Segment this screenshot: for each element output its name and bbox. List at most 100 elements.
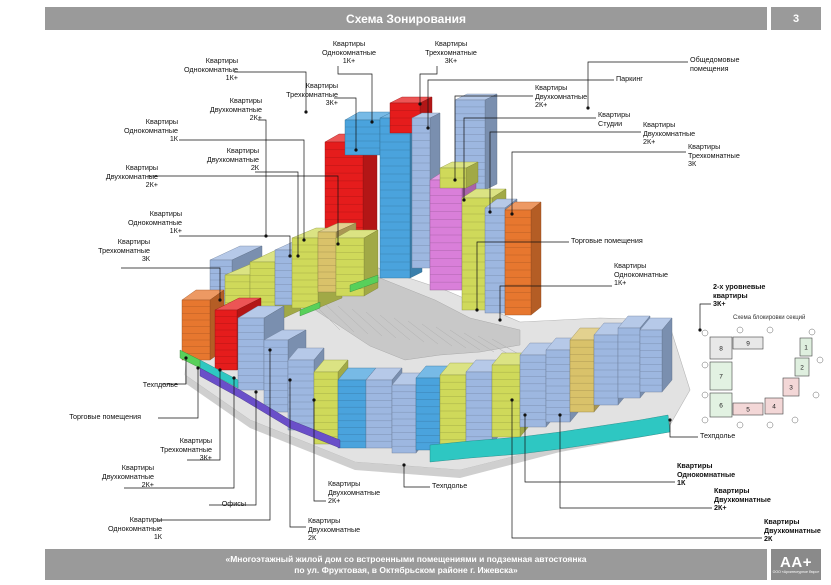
leader-dot-l06 [354,148,358,152]
grid-axis-marker [736,421,744,429]
leader-dot-l09 [462,198,466,202]
callout-line: Трехкомнатные [160,444,212,454]
callout-line: Двухкомнатные [714,494,771,504]
leader-line-l28 [209,392,257,506]
section-5-label: 5 [746,407,750,414]
grid-axis-marker [816,356,824,364]
callout-line: 2К+ [141,480,154,490]
leader-dot-l30 [312,398,316,402]
section-9-label: 9 [746,341,750,348]
callout-line: Двухкомнатные [643,128,696,138]
block-front [639,329,663,393]
parking-stall-line [393,317,425,343]
callout-line: 1К+ [342,56,356,66]
section-5-cell [732,402,764,416]
callout-label-l26: Техпдолье [432,481,468,491]
callout-line: Квартиры [121,463,154,472]
callout-line: Квартиры [764,517,800,526]
callout-line: 2К+ [249,113,262,123]
callout-line: Паркинг [616,74,643,83]
leader-dot-l14 [336,242,340,246]
footer-line-2: по ул. Фруктовая, в Октябрьском районе г… [294,564,518,575]
callout-line: Однокомнатные [614,269,668,279]
leader-dot-l23 [218,368,222,372]
callout-line: Однокомнатные [184,64,238,74]
leader-line-l21 [158,368,199,419]
callout-label-l22: Техпдолье [700,431,736,441]
callout-line: Общедомовые [690,55,740,64]
leader-dot-l29 [288,378,292,382]
section-6-cell [709,392,733,418]
callout-line: Квартиры [332,39,366,48]
leader-line-l32 [511,400,762,539]
page-footer: «Многоэтажный жилой дом со встроенными п… [45,549,767,580]
leader-dot-l21 [196,366,200,370]
callout-line: Квартиры [117,237,150,246]
leader-dot-l15 [288,254,292,258]
leader-dot-l01 [370,120,374,124]
leader-dot-l10 [302,238,306,242]
section-7-cell [709,361,733,391]
parking-stall-line [477,335,509,355]
callout-line: Двухкомнатные [328,487,381,497]
grid-axis-marker [701,391,709,399]
grid-axis-marker [766,421,774,429]
callout-line: 2К+ [535,100,548,110]
leader-line-l11 [489,131,641,212]
parking-stall-line [351,308,383,337]
parking-stall-line [463,332,495,353]
leader-dot-l16 [475,308,479,312]
callout-line: Трехкомнатные [98,245,150,255]
building-massing [179,93,673,463]
south-block-17 [639,317,673,393]
callout-line: Двухкомнатные [206,154,259,164]
parking-stall-line [421,323,453,347]
page-title: Схема Зонирования [346,11,466,26]
grid-axis-marker [791,416,799,424]
block-side [484,93,498,191]
leader-line-l10 [179,139,305,240]
callout-line: Однокомнатные [322,47,376,57]
callout-line: Квартиры [677,461,713,470]
parking-stall-line [323,302,355,333]
callout-line: Техпдолье [700,431,736,440]
callout-line: Техпдолье [432,481,468,490]
callout-line: Квартиры [535,83,568,92]
leader-line-l15 [179,235,291,256]
section-9-cell [732,336,764,350]
section-1-cell [799,337,813,357]
callout-line: Торговые помещения [571,236,643,245]
page-number: 3 [771,7,821,30]
leader-dot-l25 [558,413,562,417]
leader-line-l18 [499,285,612,320]
callout-label-l16: Торговые помещения [571,236,643,246]
east-grey-tower [454,93,498,191]
callout-line: 2К [250,163,259,173]
leader-line-l30 [313,400,326,502]
grid-axis-marker [766,326,774,334]
callout-line: Двухкомнатные [209,104,262,114]
grid-axis-marker [808,328,816,336]
callout-line: 1К+ [614,278,627,288]
leader-line-l31 [158,350,271,521]
callout-line: 2-х уровневые [713,282,766,291]
leader-line-l04 [234,71,307,112]
callout-line: Однокомнатные [128,217,182,227]
section-4-label: 4 [772,404,776,411]
callout-line: Квартиры [149,209,182,218]
callout-line: Квартиры [688,142,721,151]
leader-dot-l18 [498,318,502,322]
leader-line-l26 [403,465,430,488]
